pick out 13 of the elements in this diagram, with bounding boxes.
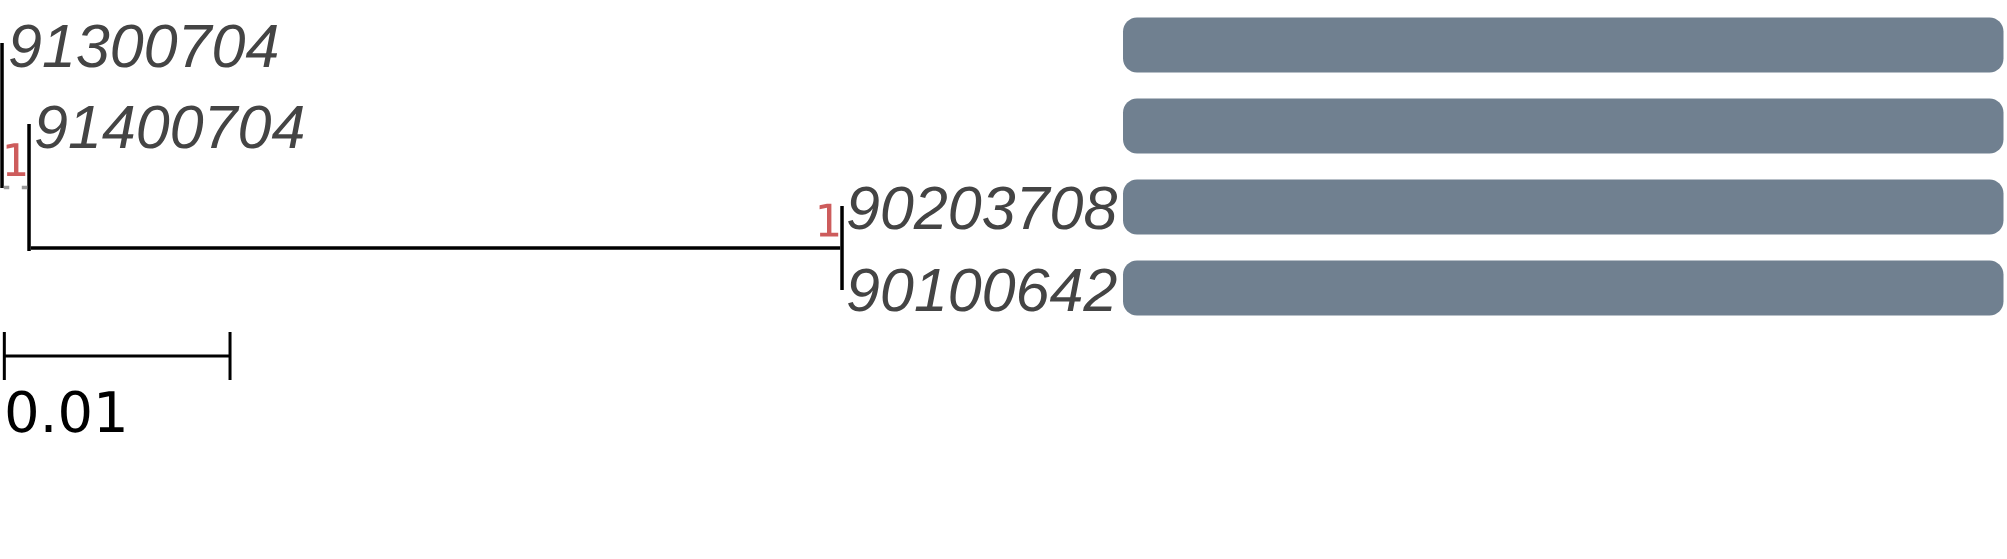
support-value: 1 [6,143,26,176]
sequence-bar [1123,98,2004,154]
branch-line [3,185,28,190]
sequence-bar [1123,179,2004,235]
taxon-label: 90203708 [848,186,1117,230]
sequence-bar [1123,260,2004,316]
taxon-label: 91300704 [10,24,278,68]
taxon-label: 90100642 [848,268,1117,312]
branch-line [30,246,841,250]
sequence-bar [1123,17,2004,73]
scale-label: 0.01 [7,390,124,433]
taxon-label: 91400704 [36,105,304,149]
support-value: 1 [819,203,839,237]
